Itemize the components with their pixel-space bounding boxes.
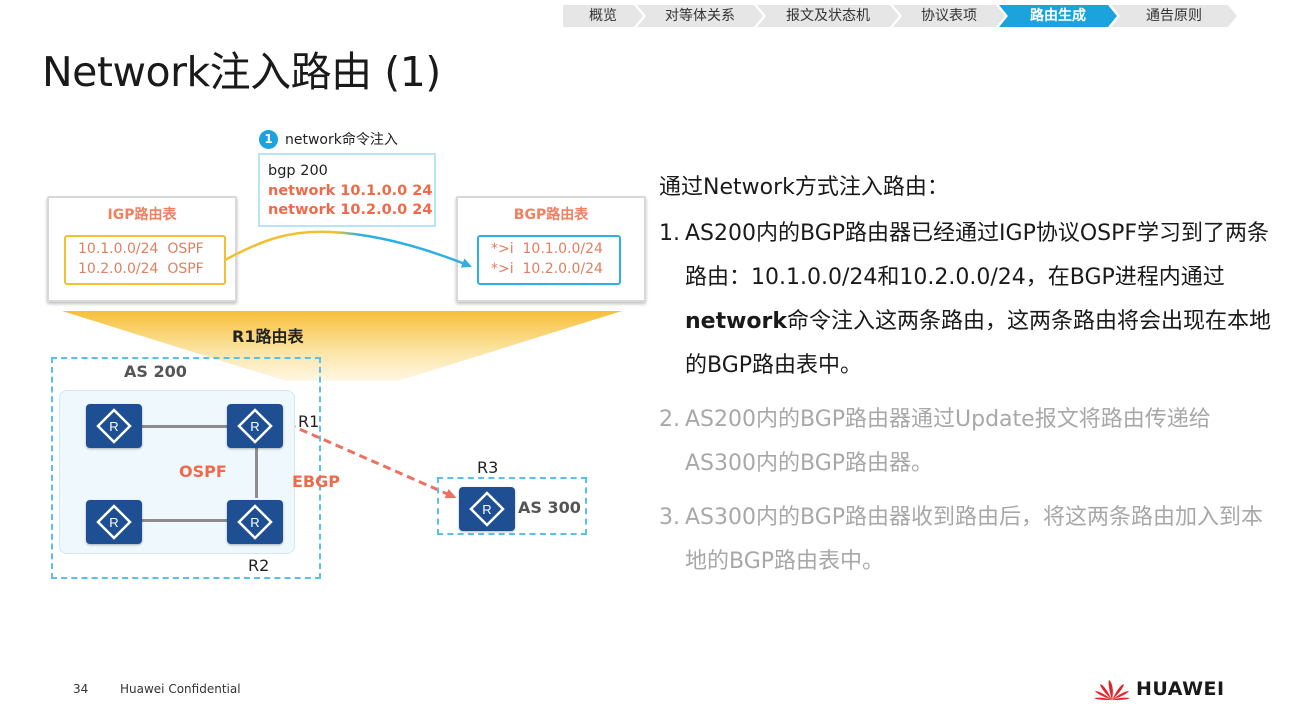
- injection-arrow-icon: [224, 230, 472, 499]
- command-line: network 10.1.0.0 24: [268, 182, 433, 199]
- bgp-route-row: *>i 10.2.0.0/24: [491, 261, 603, 277]
- step-item-2: 2. AS200内的BGP路由器通过Update报文将路由传递给AS300内的B…: [659, 398, 1279, 486]
- bgp-route-list: *>i 10.1.0.0/24 *>i 10.2.0.0/24: [477, 235, 621, 285]
- nav-tab-route-generation[interactable]: 路由生成: [999, 5, 1117, 27]
- step-number: 1.: [659, 221, 680, 246]
- router-icon[interactable]: R: [86, 500, 142, 544]
- router-r1-label: R1: [298, 412, 320, 431]
- network-command-box: bgp 200 network 10.1.0.0 24 network 10.2…: [258, 153, 436, 227]
- router-icon[interactable]: R: [86, 404, 142, 448]
- step-text-bold: network: [685, 309, 788, 334]
- step-label: network命令注入: [285, 132, 398, 148]
- intro-text: 通过Network方式注入路由：: [659, 175, 949, 200]
- explanation-text: 通过Network方式注入路由： 1. AS200内的BGP路由器已经通过IGP…: [659, 166, 1279, 584]
- as200-boundary: [51, 357, 321, 579]
- step-number-badge: 1: [259, 130, 278, 149]
- step-text: 命令注入这两条路由，这两条路由将会出现在本地的BGP路由表中。: [685, 309, 1272, 378]
- step-text: AS300内的BGP路由器收到路由后，将这两条路由加入到本地的BGP路由表中。: [685, 505, 1264, 574]
- step-text: AS200内的BGP路由器已经通过IGP协议OSPF学习到了两条路由：10.1.…: [685, 221, 1270, 290]
- huawei-logo-icon: [1094, 680, 1130, 700]
- svg-text:R: R: [109, 515, 118, 530]
- as300-boundary: [437, 477, 587, 535]
- router-r2-label: R2: [248, 556, 270, 575]
- slide-title: Network注入路由 (1): [42, 48, 441, 96]
- igp-route-row: 10.2.0.0/24 OSPF: [78, 261, 204, 277]
- svg-text:R: R: [250, 515, 259, 530]
- ebgp-label: EBGP: [292, 472, 340, 491]
- svg-text:R: R: [250, 419, 259, 434]
- huawei-logo-text: HUAWEI: [1136, 678, 1225, 700]
- command-line: bgp 200: [268, 163, 328, 179]
- link: [140, 519, 230, 522]
- router-r2-icon[interactable]: R: [227, 500, 283, 544]
- confidential-label: Huawei Confidential: [120, 682, 241, 696]
- as200-label: AS 200: [124, 362, 187, 381]
- bgp-route-row: *>i 10.1.0.0/24: [491, 241, 603, 257]
- step-text: AS200内的BGP路由器通过Update报文将路由传递给AS300内的BGP路…: [685, 407, 1211, 476]
- router-r3-icon[interactable]: R: [459, 487, 515, 531]
- nav-tab-peer-relationship[interactable]: 对等体关系: [637, 5, 763, 27]
- bgp-table-title: BGP路由表: [513, 207, 589, 223]
- nav-tab-overview[interactable]: 概览: [563, 5, 643, 27]
- nav-tab-protocol-tables[interactable]: 协议表项: [893, 5, 1005, 27]
- command-line: network 10.2.0.0 24: [268, 202, 433, 218]
- network-diagram: R1路由表 IGP路由表 10.1.0.0/24 OSPF 10.2.0.0/2…: [0, 0, 646, 600]
- as300-label: AS 300: [518, 498, 581, 517]
- step-item-1: 1. AS200内的BGP路由器已经通过IGP协议OSPF学习到了两条路由：10…: [659, 212, 1279, 388]
- step-number: 2.: [659, 407, 680, 432]
- step-number: 3.: [659, 505, 680, 530]
- link: [140, 425, 230, 428]
- svg-text:R: R: [482, 502, 491, 517]
- igp-table-title: IGP路由表: [107, 207, 177, 223]
- router-r1-icon[interactable]: R: [227, 404, 283, 448]
- svg-text:R: R: [109, 419, 118, 434]
- nav-tab-messages-state-machine[interactable]: 报文及状态机: [757, 5, 899, 27]
- link: [255, 446, 258, 498]
- router-r3-label: R3: [477, 458, 499, 477]
- r1-table-label: R1路由表: [232, 327, 304, 346]
- top-navigation: 概览 对等体关系 报文及状态机 协议表项 路由生成 通告原则: [563, 5, 1231, 27]
- nav-tab-advertisement-rules[interactable]: 通告原则: [1111, 5, 1237, 27]
- step-item-3: 3. AS300内的BGP路由器收到路由后，将这两条路由加入到本地的BGP路由表…: [659, 496, 1279, 584]
- page-number: 34: [73, 682, 89, 696]
- igp-route-row: 10.1.0.0/24 OSPF: [78, 241, 204, 257]
- ospf-label: OSPF: [179, 462, 227, 481]
